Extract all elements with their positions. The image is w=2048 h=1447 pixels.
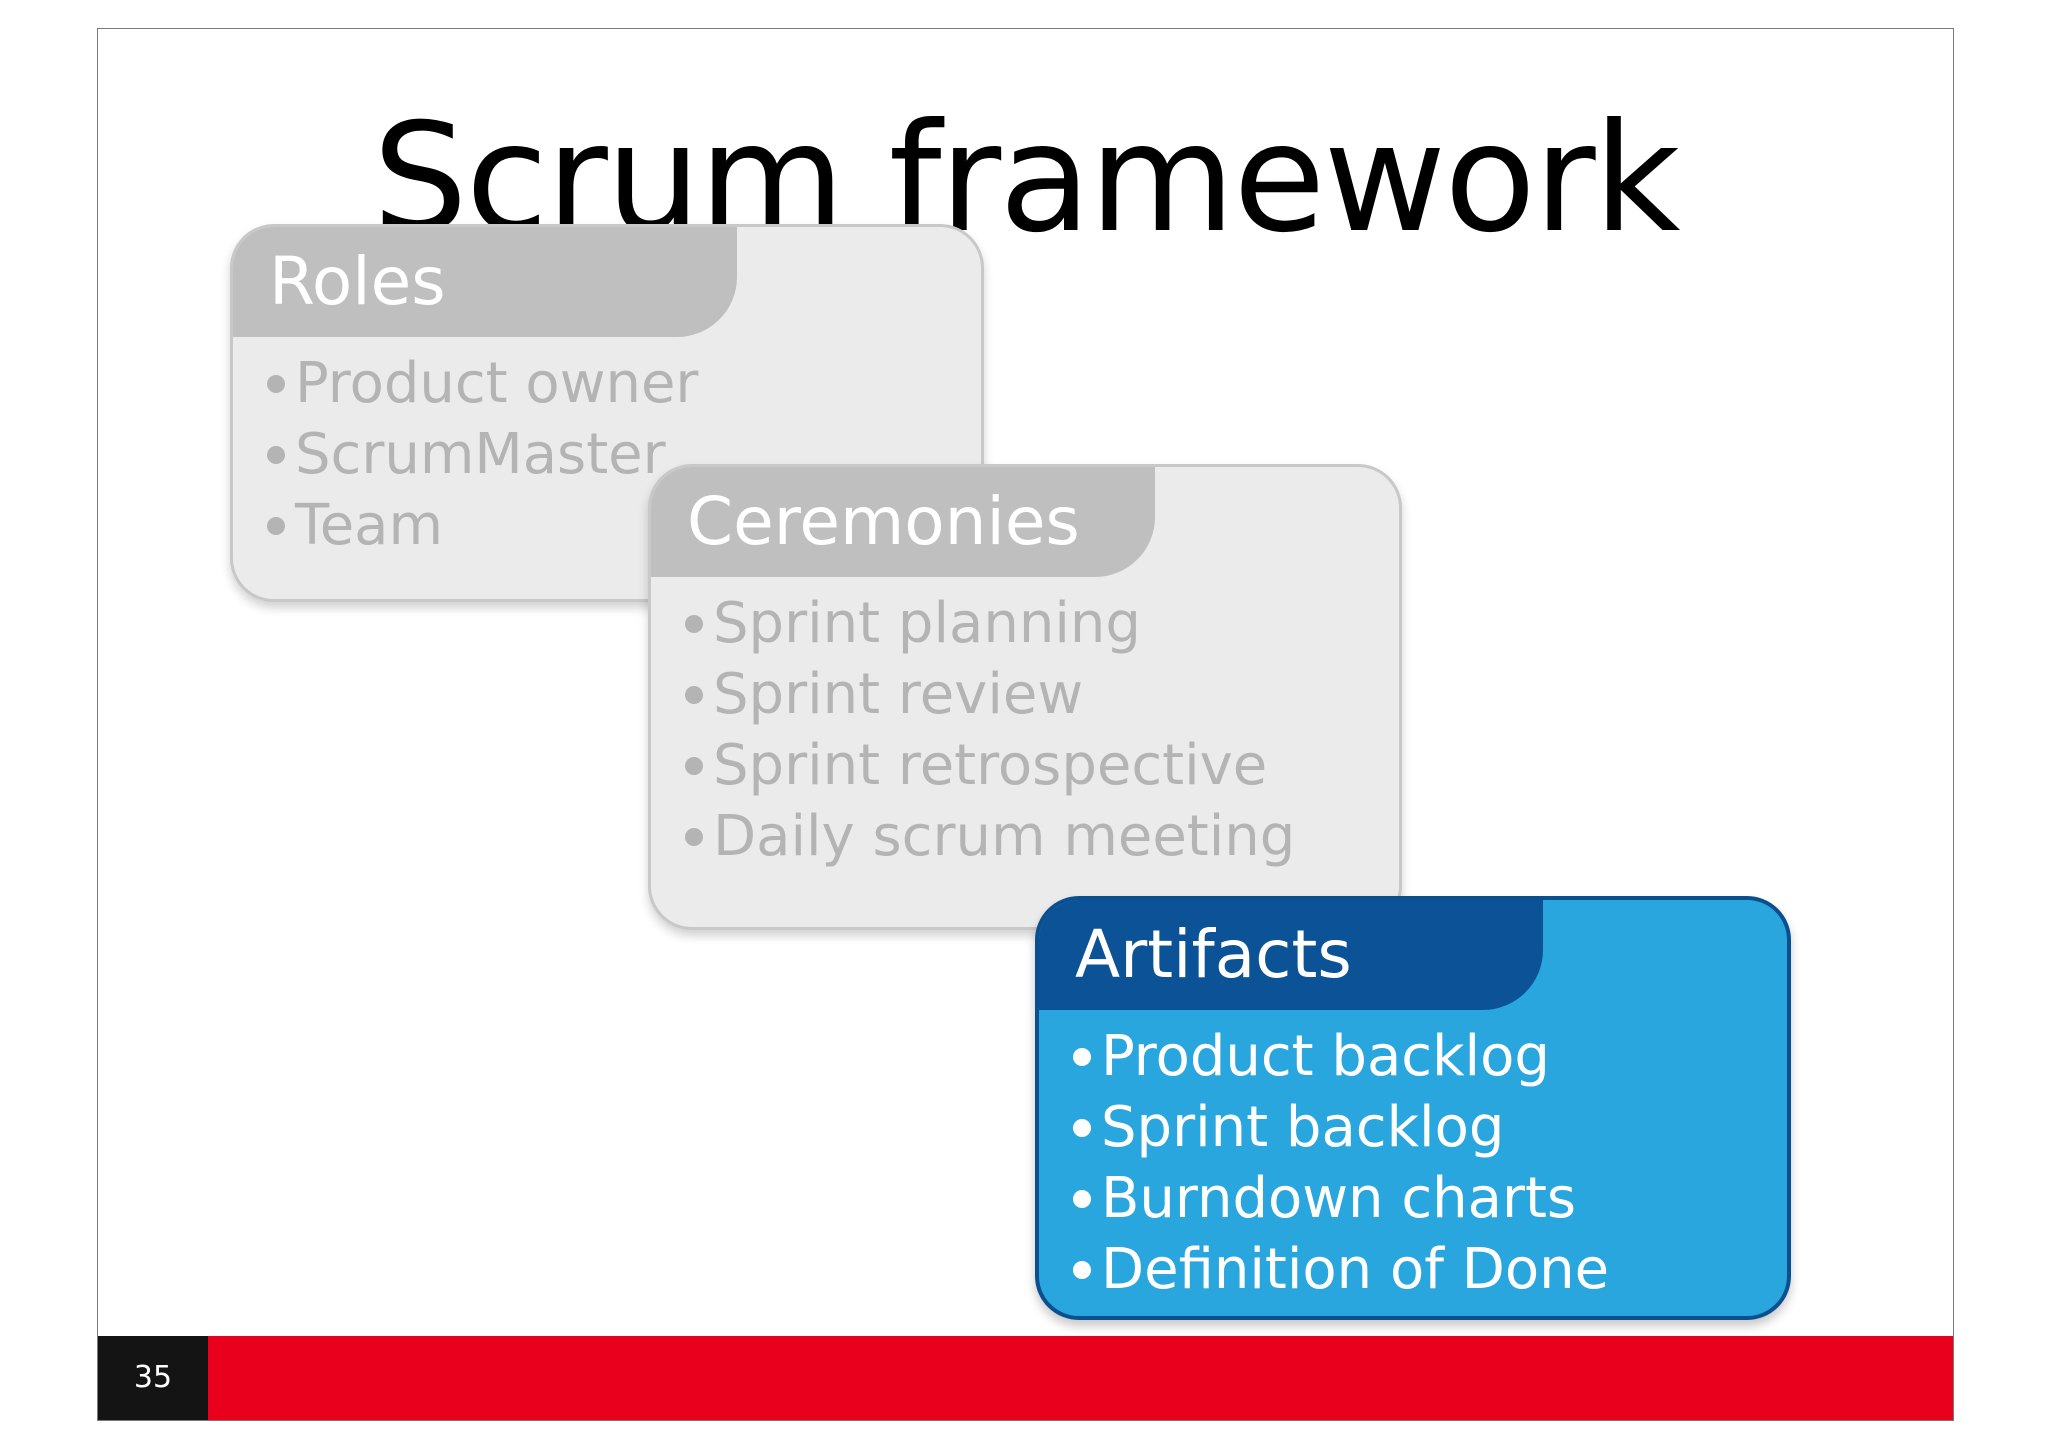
roles-list: Product owner ScrumMaster Team [267, 348, 698, 561]
list-item-label: Product owner [295, 351, 699, 416]
roles-header: Roles [233, 227, 737, 337]
slide: Scrum framework Roles Product owner Scru… [97, 28, 1954, 1421]
list-item: Team [267, 490, 698, 561]
bullet-icon [267, 374, 285, 393]
list-item-label: Product backlog [1101, 1024, 1550, 1089]
list-item-label: Daily scrum meeting [713, 804, 1296, 869]
ceremonies-header: Ceremonies [651, 467, 1155, 577]
artifacts-card: Artifacts Product backlog Sprint backlog… [1035, 896, 1791, 1320]
list-item: Burndown charts [1073, 1163, 1609, 1234]
list-item-label: Sprint review [713, 662, 1084, 727]
list-item-label: Team [295, 493, 444, 558]
list-item-label: Definition of Done [1101, 1237, 1610, 1302]
roles-card: Roles Product owner ScrumMaster Team [230, 224, 984, 602]
list-item: Product backlog [1073, 1021, 1609, 1092]
bullet-icon [1073, 1189, 1091, 1208]
bullet-icon [685, 614, 703, 633]
list-item-label: ScrumMaster [295, 422, 666, 487]
list-item-label: Sprint backlog [1101, 1095, 1505, 1160]
list-item: Definition of Done [1073, 1234, 1609, 1305]
list-item: Sprint review [685, 659, 1295, 730]
bullet-icon [685, 756, 703, 775]
bullet-icon [685, 827, 703, 846]
artifacts-header: Artifacts [1039, 900, 1543, 1010]
ceremonies-card: Ceremonies Sprint planning Sprint review… [648, 464, 1402, 930]
list-item: Product owner [267, 348, 698, 419]
bullet-icon [1073, 1047, 1091, 1066]
artifacts-list: Product backlog Sprint backlog Burndown … [1073, 1021, 1609, 1305]
bullet-icon [1073, 1260, 1091, 1279]
footer-bar [98, 1336, 1953, 1420]
bullet-icon [267, 516, 285, 535]
list-item-label: Sprint planning [713, 591, 1141, 656]
page-number: 35 [98, 1336, 208, 1420]
list-item: Sprint planning [685, 588, 1295, 659]
bullet-icon [685, 685, 703, 704]
bullet-icon [1073, 1118, 1091, 1137]
list-item: ScrumMaster [267, 419, 698, 490]
list-item: Daily scrum meeting [685, 801, 1295, 872]
list-item-label: Sprint retrospective [713, 733, 1268, 798]
list-item-label: Burndown charts [1101, 1166, 1577, 1231]
list-item: Sprint retrospective [685, 730, 1295, 801]
list-item: Sprint backlog [1073, 1092, 1609, 1163]
bullet-icon [267, 445, 285, 464]
ceremonies-list: Sprint planning Sprint review Sprint ret… [685, 588, 1295, 872]
